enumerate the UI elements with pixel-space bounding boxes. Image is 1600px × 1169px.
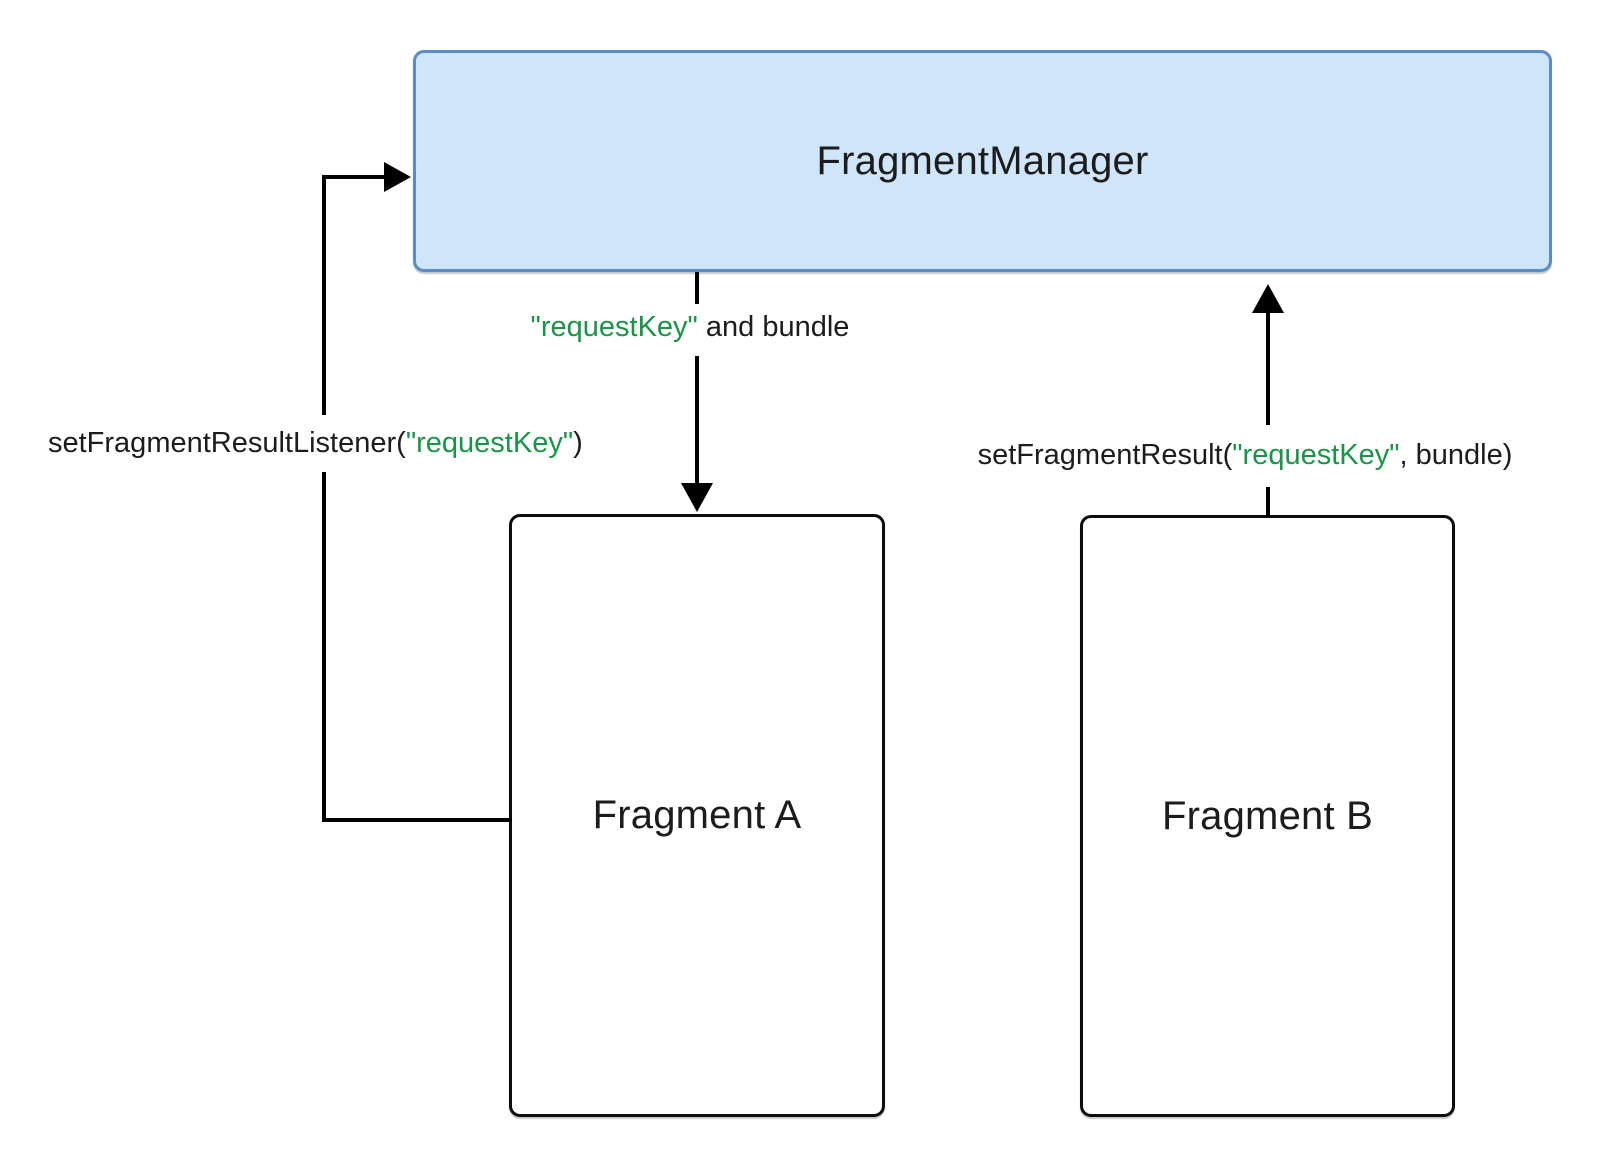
fragment-b-label: Fragment B: [1162, 793, 1373, 838]
set-fragment-result-after-text: , bundle): [1399, 439, 1513, 471]
elbow-vertical-segment-bottom: [322, 472, 326, 822]
arrow-down-segment-top: [695, 272, 699, 304]
set-fragment-result-listener-key-text: "requestKey": [405, 427, 574, 459]
fragment-manager-label: FragmentManager: [816, 138, 1149, 183]
elbow-horizontal-segment-top: [322, 175, 384, 179]
fragment-a-label: Fragment A: [592, 793, 802, 837]
request-key-text: "requestKey": [530, 311, 698, 343]
fragment-b-node: Fragment B: [1080, 515, 1455, 1117]
fragment-manager-node: FragmentManager: [413, 50, 1552, 272]
arrow-up-segment-top: [1266, 312, 1270, 425]
set-fragment-result-before-text: setFragmentResult(: [977, 439, 1233, 471]
elbow-horizontal-segment-bottom: [322, 818, 512, 822]
and-bundle-text: and bundle: [697, 311, 850, 343]
set-fragment-result-listener-after-text: ): [573, 427, 583, 459]
set-fragment-result-listener-label: setFragmentResultListener("requestKey"): [42, 425, 589, 461]
set-fragment-result-listener-before-text: setFragmentResultListener(: [48, 427, 406, 459]
request-key-bundle-label: "requestKey" and bundle: [524, 309, 856, 345]
set-fragment-result-label: setFragmentResult("requestKey", bundle): [971, 437, 1519, 473]
arrow-right-head-icon: [384, 162, 411, 192]
elbow-vertical-segment-top: [322, 175, 326, 415]
arrow-down-segment-bottom: [695, 356, 699, 484]
set-fragment-result-key-text: "requestKey": [1232, 439, 1400, 471]
arrow-down-head-icon: [681, 483, 713, 512]
arrow-up-head-icon: [1252, 284, 1284, 313]
arrow-up-segment-bottom: [1266, 487, 1270, 517]
fragment-a-node: Fragment A: [509, 514, 885, 1117]
